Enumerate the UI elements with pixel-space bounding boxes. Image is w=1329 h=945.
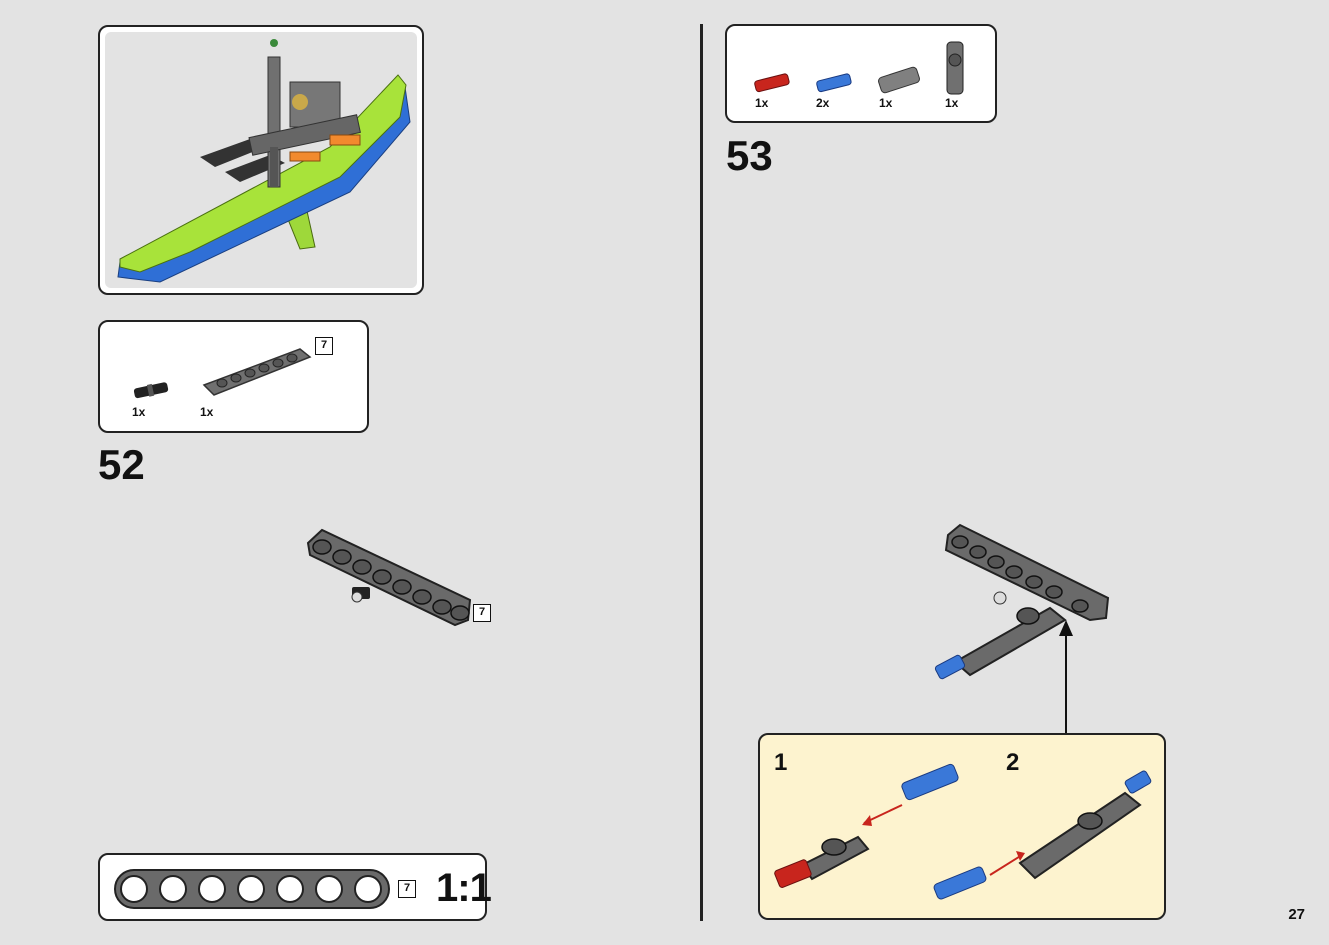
substep-2-illustration — [933, 770, 1152, 900]
part-qty-black-pin: 1x — [132, 405, 146, 419]
ruler-length-label: 7 — [398, 880, 416, 898]
step53-parts-box: 1x 2x 1x 1x — [725, 24, 997, 123]
boat-illustration — [117, 39, 411, 283]
ruler-beam — [114, 869, 390, 909]
step53-assembly-model — [934, 523, 1110, 680]
beam-length-label: 7 — [315, 337, 333, 355]
substep-callout: 1 2 — [758, 733, 1166, 920]
step53-number: 53 — [726, 132, 773, 179]
step52-beam-model — [306, 528, 472, 627]
part-qty-blue-pin: 2x — [816, 96, 830, 110]
substep-1-number: 1 — [774, 749, 788, 776]
black-pin-icon — [133, 382, 169, 399]
red-pin-icon — [754, 73, 790, 93]
part-qty-red-pin: 1x — [755, 96, 769, 110]
part-qty-connector: 1x — [879, 96, 893, 110]
page-number: 27 — [1288, 906, 1305, 923]
preview-box — [98, 25, 424, 295]
callout-arrow — [1059, 620, 1073, 734]
beam-7-icon — [202, 348, 312, 396]
substep-1-illustration — [774, 763, 959, 888]
step52-number: 52 — [98, 441, 145, 488]
gray-cross-block-icon — [946, 41, 964, 95]
ruler-box: 7 1:1 — [98, 853, 492, 921]
part-qty-cross-block: 1x — [945, 96, 959, 110]
part-qty-beam: 1x — [200, 405, 214, 419]
step52-model-length-label: 7 — [473, 604, 491, 622]
gray-connector-icon — [878, 66, 920, 94]
substep-2-number: 2 — [1006, 749, 1020, 776]
ruler-scale: 1:1 — [436, 866, 492, 910]
step52-parts-box: 7 1x 1x — [98, 320, 369, 433]
page-divider — [700, 24, 703, 921]
blue-pin-icon — [816, 73, 852, 93]
